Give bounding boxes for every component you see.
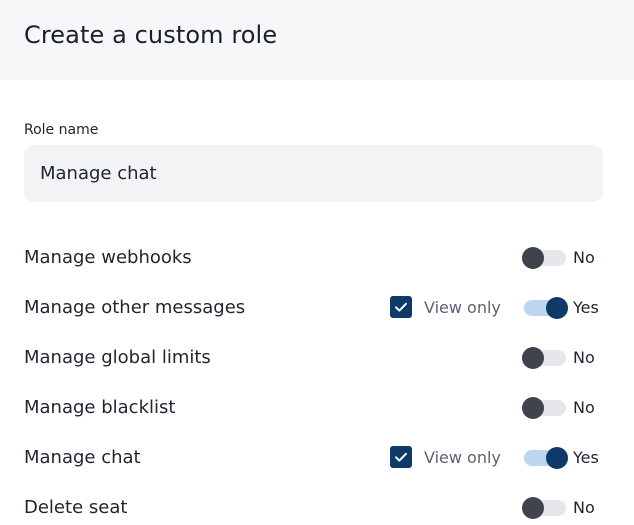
- toggle-state-text: No: [573, 498, 595, 517]
- permission-label: Manage blacklist: [24, 397, 176, 418]
- view-only-label: View only: [424, 448, 501, 467]
- toggle-state-text: No: [573, 398, 595, 417]
- permission-row-manage-global-limits: Manage global limits No: [0, 343, 634, 373]
- permission-toggle[interactable]: [522, 247, 566, 269]
- role-name-label: Role name: [24, 122, 99, 138]
- permission-label: Manage chat: [24, 447, 141, 468]
- permission-toggle[interactable]: [522, 347, 566, 369]
- permission-row-manage-chat: Manage chat View only Yes: [0, 443, 634, 473]
- toggle-knob: [522, 247, 544, 269]
- view-only-checkbox[interactable]: [390, 446, 412, 468]
- check-icon: [395, 302, 407, 312]
- permission-toggle[interactable]: [522, 497, 566, 519]
- role-name-input[interactable]: [24, 145, 603, 202]
- toggle-knob: [546, 297, 568, 319]
- toggle-state-text: No: [573, 248, 595, 267]
- permission-row-manage-blacklist: Manage blacklist No: [0, 393, 634, 423]
- toggle-knob: [522, 497, 544, 519]
- toggle-state-text: No: [573, 348, 595, 367]
- check-icon: [395, 452, 407, 462]
- permission-label: Delete seat: [24, 497, 128, 518]
- page-title: Create a custom role: [24, 21, 278, 49]
- permission-row-manage-other-messages: Manage other messages View only Yes: [0, 293, 634, 323]
- toggle-state-text: Yes: [573, 298, 599, 317]
- permission-toggle[interactable]: [522, 297, 568, 319]
- toggle-knob: [546, 447, 568, 469]
- view-only-checkbox[interactable]: [390, 296, 412, 318]
- permission-toggle[interactable]: [522, 447, 568, 469]
- permission-label: Manage webhooks: [24, 247, 192, 268]
- toggle-state-text: Yes: [573, 448, 599, 467]
- toggle-knob: [522, 397, 544, 419]
- permission-toggle[interactable]: [522, 397, 566, 419]
- view-only-label: View only: [424, 298, 501, 317]
- permission-row-delete-seat: Delete seat No: [0, 493, 634, 523]
- permission-label: Manage other messages: [24, 297, 246, 318]
- permission-label: Manage global limits: [24, 347, 211, 368]
- permission-row-manage-webhooks: Manage webhooks No: [0, 243, 634, 273]
- toggle-knob: [522, 347, 544, 369]
- page-header: Create a custom role: [0, 0, 634, 80]
